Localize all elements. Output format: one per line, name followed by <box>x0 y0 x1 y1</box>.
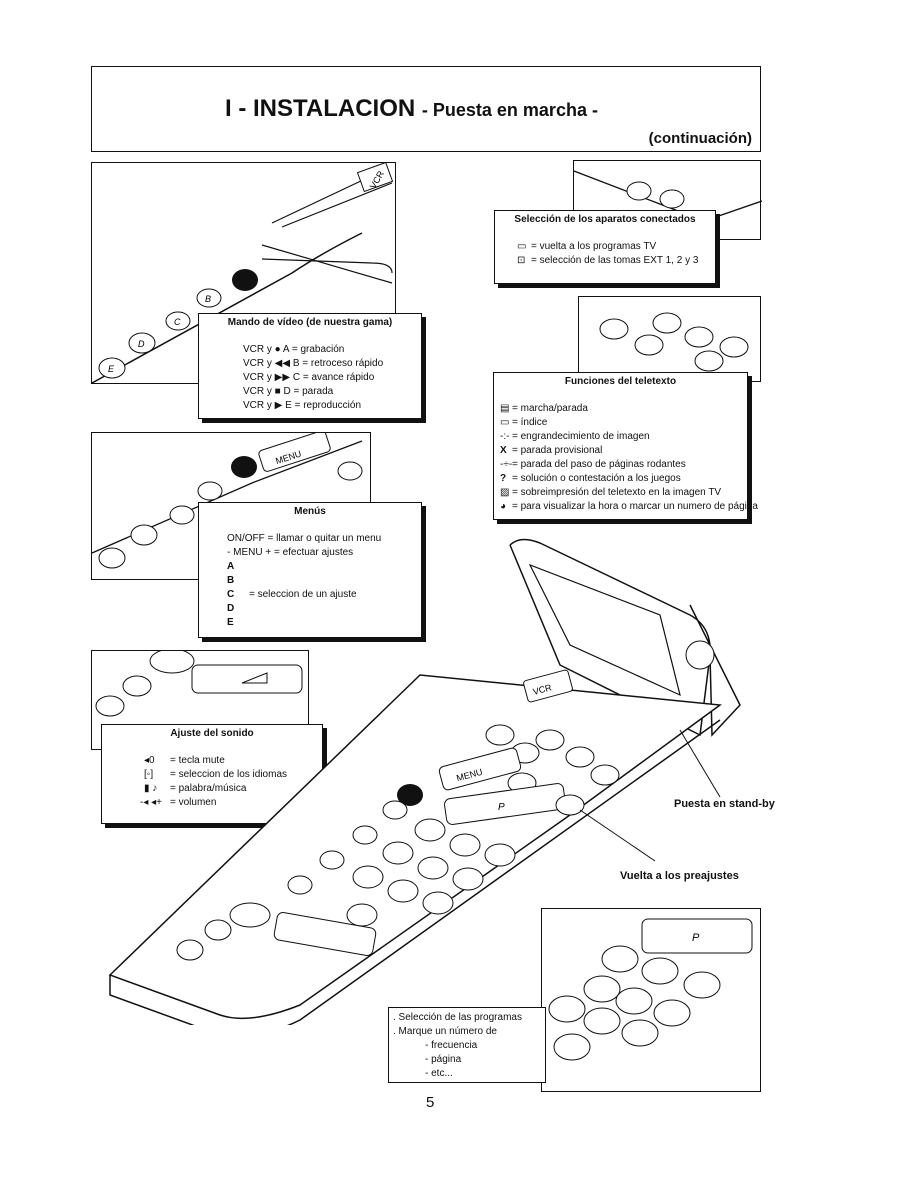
teletext-line-0: = marcha/parada <box>512 403 588 414</box>
title-sub: - Puesta en marcha - <box>421 100 598 120</box>
teletext-stop-rolling-icon: -÷- <box>500 459 513 470</box>
preset-button <box>555 794 585 816</box>
teletext-line-4: = parada del paso de páginas rodantes <box>512 459 686 470</box>
video-line-forward: VCR y ▶▶ C = avance rápido <box>243 372 375 383</box>
menus-line-d: D <box>227 603 235 614</box>
remote-menu-illustration: MENU <box>91 430 363 569</box>
menus-line-a: A <box>227 561 235 572</box>
page-number: 5 <box>426 1094 435 1111</box>
mute-icon: ◂0 <box>144 755 155 766</box>
teletext-line-6: = sobreimpresión del teletexto en la ima… <box>512 487 722 498</box>
menus-line-adjust: - MENU + = efectuar ajustes <box>227 547 354 558</box>
volume-icon: -◂ ◂+ <box>140 797 162 808</box>
teletext-box: Funciones del teletexto ▤ = marcha/parad… <box>493 372 758 520</box>
menus-box-title: Menús <box>294 506 326 517</box>
teletext-keys-illustration <box>599 312 749 372</box>
video-line-rewind: VCR y ◀◀ B = retroceso rápido <box>243 358 384 369</box>
standby-callout: Puesta en stand-by <box>674 798 775 810</box>
programs-line-0: . Selección de las programas <box>393 1012 522 1023</box>
sound-line-speech: = palabra/música <box>170 783 247 794</box>
page-header: I - INSTALACION - Puesta en marcha - (co… <box>91 66 761 152</box>
remote-sound-illustration <box>95 648 303 717</box>
menus-c-description: = seleccion de un ajuste <box>249 589 357 600</box>
connected-box-title: Selección de los aparatos conectados <box>514 214 696 225</box>
connected-line-ext: = selección de las tomas EXT 1, 2 y 3 <box>531 255 699 266</box>
svg-text:D: D <box>138 339 145 349</box>
speech-music-icon: ▮ ♪ <box>144 783 158 794</box>
connected-line-tv: = vuelta a los programas TV <box>531 241 657 252</box>
sound-line-volume: = volumen <box>170 797 217 808</box>
teletext-line-5: = solución o contestación a los juegos <box>512 473 681 484</box>
record-button-black <box>232 269 258 291</box>
video-line-play: VCR y ▶ E = reproducción <box>243 400 362 411</box>
programs-line-1: . Marque un número de <box>393 1026 497 1037</box>
language-icon: [◦] <box>144 769 154 780</box>
teletext-clock-icon: ◕ <box>500 501 507 512</box>
numberpad-zoom-illustration: P <box>548 918 753 1061</box>
teletext-onoff-icon: ▤ <box>500 403 510 414</box>
teletext-mix-icon: ▨ <box>500 487 510 498</box>
svg-text:C: C <box>174 317 181 327</box>
programs-line-2: - frecuencia <box>425 1040 478 1051</box>
video-box-title: Mando de vídeo (de nuestra gama) <box>227 317 393 328</box>
menus-line-onoff: ON/OFF = llamar o quitar un menu <box>227 533 382 544</box>
teletext-line-7: = para visualizar la hora o marcar un nu… <box>512 501 758 512</box>
remote-corner-illustration: VCR B C D E <box>91 161 394 384</box>
svg-text:E: E <box>108 364 115 374</box>
page-title: I - INSTALACION - Puesta en marcha - <box>225 95 598 123</box>
menus-line-e: E <box>227 617 234 628</box>
numberpad-illustration-panel: P <box>541 908 761 1092</box>
remote-control-illustration: VCR MENU P <box>108 538 741 1025</box>
sound-line-mute: = tecla mute <box>170 755 225 766</box>
vcr-main-label: VCR <box>532 682 553 697</box>
svg-text:B: B <box>205 294 211 304</box>
p-zoom-label: P <box>692 932 700 944</box>
video-line-record: VCR y ● A = grabación <box>243 344 345 355</box>
teletext-enlarge-icon: -:- <box>500 431 510 442</box>
teletext-line-1: = índice <box>512 417 548 428</box>
programs-line-3: - página <box>425 1054 462 1065</box>
teletext-line-2: = engrandecimiento de imagen <box>512 431 650 442</box>
teletext-line-3: = parada provisional <box>512 445 603 456</box>
video-line-stop: VCR y ■ D = parada <box>243 386 334 397</box>
ext-icon: ⊡ <box>517 255 526 266</box>
connected-keys-illustration <box>573 170 763 222</box>
p-main-label: P <box>498 802 505 813</box>
connected-devices-box: Selección de los aparatos conectados ▭ =… <box>494 210 716 284</box>
teletext-box-title: Funciones del teletexto <box>564 376 677 387</box>
teletext-illustration-panel <box>578 296 761 382</box>
teletext-index-icon: ▭ <box>500 417 510 428</box>
programs-line-4: - etc... <box>425 1068 453 1079</box>
sound-box-title: Ajuste del sonido <box>170 728 254 739</box>
menus-box: Menús ON/OFF = llamar o quitar un menu -… <box>198 502 422 638</box>
menus-line-c: C <box>227 589 235 600</box>
title-main: I - INSTALACION <box>225 95 416 122</box>
tv-icon: ▭ <box>517 241 527 252</box>
video-control-box: Mando de vídeo (de nuestra gama) VCR y ●… <box>198 313 422 419</box>
teletext-reveal-icon: ? <box>500 473 507 484</box>
presets-callout: Vuelta a los preajustes <box>620 870 739 882</box>
program-selection-box: . Selección de las programas . Marque un… <box>388 1007 546 1083</box>
menus-line-b: B <box>227 575 235 586</box>
continuation-label: (continuación) <box>648 130 752 147</box>
teletext-hold-icon: X <box>500 445 507 456</box>
sound-line-language: = seleccion de los idiomas <box>170 769 288 780</box>
